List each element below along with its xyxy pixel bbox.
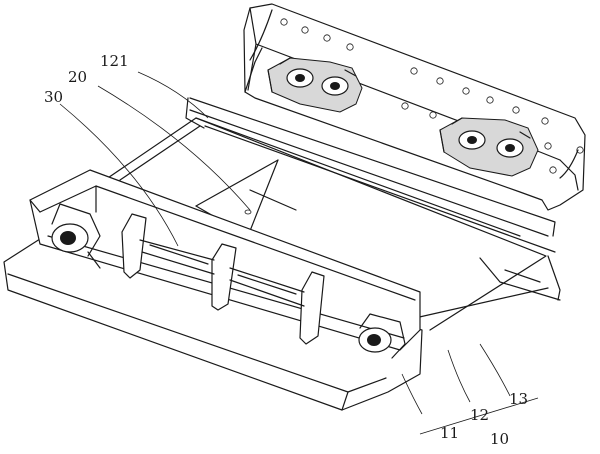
label-121: 121 bbox=[100, 52, 129, 70]
label-11: 11 bbox=[440, 424, 459, 442]
front-wall bbox=[29, 169, 421, 359]
label-30: 30 bbox=[44, 88, 63, 106]
label-10: 10 bbox=[490, 430, 509, 448]
front-base-bar bbox=[3, 229, 423, 411]
label-13: 13 bbox=[509, 390, 528, 408]
rear-rail bbox=[185, 97, 556, 253]
bolt-holes bbox=[280, 18, 584, 174]
rear-mounting-plate bbox=[243, 3, 586, 211]
label-20: 20 bbox=[68, 68, 87, 86]
leader-lines bbox=[59, 71, 539, 435]
label-12: 12 bbox=[470, 406, 489, 424]
clamp-block-left bbox=[267, 57, 363, 113]
clamp-block-right bbox=[439, 117, 539, 177]
support-ribs bbox=[121, 213, 325, 345]
